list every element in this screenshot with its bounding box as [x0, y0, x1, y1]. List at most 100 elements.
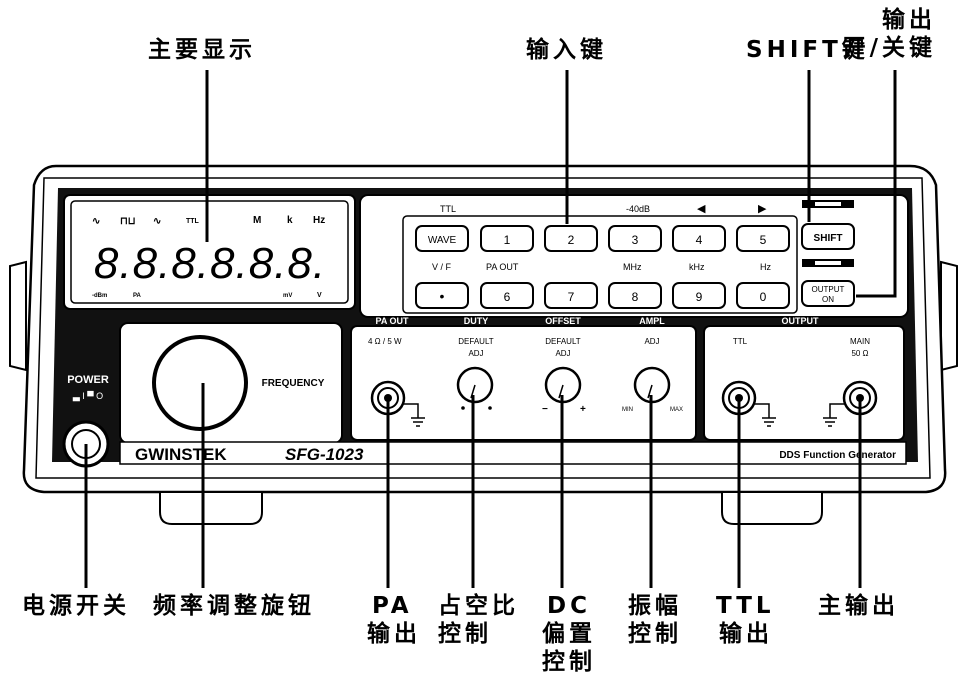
- key-2-label: 2: [568, 233, 575, 247]
- key-9[interactable]: [672, 282, 726, 309]
- label-hz: Hz: [760, 262, 771, 272]
- power-label: POWER: [67, 374, 109, 386]
- duty-line-1: DEFAULT: [458, 337, 494, 346]
- mega-indicator: M: [253, 215, 261, 226]
- left-handle: [9, 260, 27, 372]
- left-arrow-icon: ◀: [697, 203, 706, 215]
- key-6-label: 6: [504, 290, 511, 304]
- pa-out-title: PA OUT: [376, 316, 410, 326]
- callout-duty-line-2: 控制: [438, 621, 492, 647]
- key-5[interactable]: [736, 225, 790, 252]
- offset-line-1: DEFAULT: [545, 337, 581, 346]
- key-7[interactable]: [544, 282, 598, 309]
- decimal-key-label: •: [440, 288, 445, 304]
- key-8-label: 8: [632, 290, 639, 304]
- frequency-label: FREQUENCY: [262, 378, 325, 389]
- keypad-frame: [402, 215, 798, 314]
- ampl-min-label: MIN: [622, 407, 633, 413]
- duty-dot-max: [488, 406, 492, 410]
- output-on-key[interactable]: [801, 280, 855, 307]
- brand-strip: [119, 441, 907, 465]
- key-8[interactable]: [608, 282, 662, 309]
- callout-duty-line-1: 占空比: [438, 593, 519, 619]
- key-0-label: 0: [760, 290, 767, 304]
- label-minus40db: -40dB: [626, 204, 650, 214]
- power-state-label: ▃ I ▀ O: [72, 390, 103, 402]
- left-foot: [159, 491, 263, 525]
- callout-shift-key: SHIFT键: [746, 37, 869, 63]
- callout-dc-offset-line-1: DC: [547, 593, 591, 619]
- v-indicator: V: [317, 292, 322, 299]
- callout-ttl-output-line-2: 输出: [719, 621, 773, 647]
- wave-key[interactable]: [415, 225, 469, 252]
- frequency-knob[interactable]: [152, 335, 248, 431]
- key-0[interactable]: [736, 282, 790, 309]
- callout-input-keys: 输入键: [526, 37, 607, 63]
- pa-ground-icon: [404, 403, 425, 427]
- ampl-max-label: MAX: [670, 407, 683, 413]
- key-1[interactable]: [480, 225, 534, 252]
- key-6[interactable]: [480, 282, 534, 309]
- duty-dot-min: [461, 406, 465, 410]
- key-5-label: 5: [760, 233, 767, 247]
- label-mhz: MHz: [623, 262, 642, 272]
- hz-indicator: Hz: [313, 215, 325, 226]
- callout-main-output: 主输出: [818, 593, 899, 619]
- key-7-label: 7: [568, 290, 575, 304]
- main-ground-icon: [823, 403, 844, 427]
- pa-out-spec: 4 Ω / 5 W: [368, 337, 402, 346]
- right-arrow-icon: ▶: [758, 203, 767, 215]
- offset-line-2: ADJ: [555, 349, 570, 358]
- pa-indicator: PA: [133, 293, 142, 299]
- offset-min-label: −: [542, 404, 548, 415]
- dbm-indicator: -dBm: [92, 293, 107, 299]
- label-vf: V / F: [432, 262, 452, 272]
- model-label: SFG-1023: [285, 445, 364, 464]
- key-9-label: 9: [696, 290, 703, 304]
- offset-max-label: +: [580, 404, 586, 415]
- mv-indicator: mV: [283, 293, 292, 299]
- shift-key[interactable]: [801, 223, 855, 250]
- callout-duty-control: 占空比 控制: [438, 592, 519, 648]
- key-3[interactable]: [608, 225, 662, 252]
- callout-pa-output-line-2: 输出: [367, 621, 421, 647]
- callout-output-onoff: 输出 开/关键: [843, 6, 936, 62]
- output-indicator-led: [815, 261, 841, 265]
- callout-output-onoff-line-1: 输出: [882, 7, 936, 33]
- display-lens: [70, 200, 349, 304]
- shift-key-label: SHIFT: [814, 233, 843, 244]
- sine-indicator: ∿: [92, 216, 100, 227]
- key-2[interactable]: [544, 225, 598, 252]
- ttl-indicator: TTL: [186, 218, 200, 225]
- output-on-key-label-1: OUTPUT: [812, 285, 845, 294]
- callout-dc-offset-line-2: 偏置: [542, 621, 596, 647]
- leader-lines: [84, 70, 897, 588]
- output-ttl-label: TTL: [733, 337, 748, 346]
- output-title: OUTPUT: [782, 316, 820, 326]
- label-khz: kHz: [689, 262, 705, 272]
- amplitude-knob-pointer: [647, 384, 653, 399]
- label-pa-out: PA OUT: [486, 262, 519, 272]
- duty-title: DUTY: [464, 316, 489, 326]
- key-4[interactable]: [672, 225, 726, 252]
- callout-dc-offset: DC 偏置 控制: [542, 592, 596, 676]
- callout-amplitude-control: 振幅 控制: [628, 592, 682, 648]
- callout-amplitude-line-1: 振幅: [628, 593, 682, 619]
- decimal-key[interactable]: [415, 282, 469, 309]
- callout-dc-offset-line-3: 控制: [542, 649, 596, 675]
- right-handle: [940, 260, 958, 372]
- offset-knob-pointer: [558, 384, 564, 399]
- ampl-title: AMPL: [639, 316, 665, 326]
- leader-output-onoff: [856, 70, 897, 298]
- subtitle-label: DDS Function Generator: [779, 450, 896, 461]
- callout-pa-output: PA 输出: [367, 592, 421, 648]
- triangle-indicator: ∿: [153, 216, 161, 227]
- shift-indicator-led: [815, 202, 841, 206]
- ttl-ground-icon: [755, 403, 776, 427]
- ampl-line-1: ADJ: [644, 337, 659, 346]
- power-strip: [64, 315, 112, 415]
- right-foot: [721, 491, 823, 525]
- callout-pa-output-line-1: PA: [372, 593, 413, 619]
